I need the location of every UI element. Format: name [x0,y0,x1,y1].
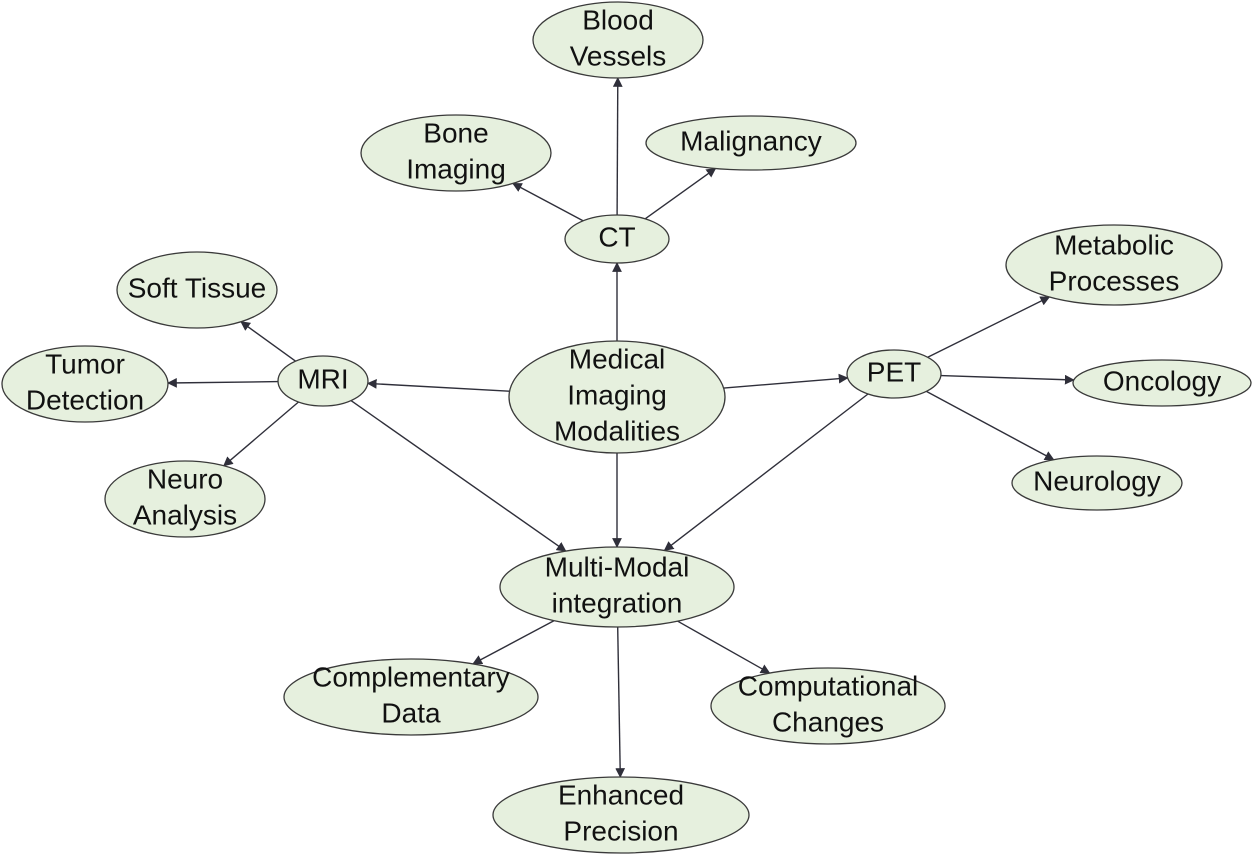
node-compu-label-line: Computational [738,670,919,701]
node-neuro-shape [104,460,266,538]
node-comp-label-line: Complementary [312,661,510,692]
node-comp-shape [283,658,539,736]
node-onco-label-line: Oncology [1103,365,1221,396]
edge-multi-to-enh [615,626,626,778]
node-center-shape [508,340,726,454]
node-bone-label-line: Bone [423,117,488,148]
node-blood-label-line: Blood [582,4,654,35]
node-center-label-line: Medical [569,343,665,374]
node-multi: Multi-Modal integration [499,546,735,628]
node-compu-shape [710,667,946,745]
node-pet-shape [846,349,942,399]
node-metab-label-line: Metabolic [1054,229,1174,260]
node-ct-shape [564,214,670,264]
node-comp-label-line: Data [381,697,441,728]
edge-center-to-mri [366,378,510,392]
edge-mri-to-tumor [167,377,279,388]
node-tumor-label-line: Tumor [45,348,125,379]
node-metab-label-line: Processes [1049,265,1180,296]
node-enh-shape [492,776,750,854]
node-tumor-label-line: Detection [26,384,144,415]
edge-pet-to-onco [940,374,1075,385]
node-neuro-label-line: Neuro [147,463,223,494]
node-pet-label-line: PET [867,356,921,387]
node-tumor-shape [1,345,169,423]
node-neurol-label-line: Neurology [1033,465,1161,496]
node-onco-shape [1072,359,1252,407]
node-blood-label-line: Vessels [570,40,667,71]
node-soft-shape [116,251,278,329]
node-center-label-line: Imaging [567,379,667,410]
node-multi-label-line: Multi-Modal [545,551,690,582]
node-mri-shape [277,355,369,407]
edge-ct-to-malig [644,167,717,220]
node-enh-label-line: Precision [563,815,678,846]
node-center-label-line: Modalities [554,415,680,446]
node-multi-label-line: integration [552,587,683,618]
node-pet: PET [846,349,942,399]
edge-mri-to-soft [240,321,297,362]
edge-mri-to-neuro [223,401,299,467]
node-multi-shape [499,546,735,628]
node-compu-label-line: Changes [772,706,884,737]
node-metab-shape [1005,224,1223,306]
node-mri-label-line: MRI [297,363,348,394]
node-neurol-shape [1011,455,1183,511]
node-ct: CT [564,214,670,264]
node-bone-shape [360,114,552,192]
edge-center-to-pet [723,373,849,389]
edge-ct-to-bone [512,182,584,222]
edge-mri-to-multi [350,400,567,552]
node-soft-label-line: Soft Tissue [128,272,267,303]
node-onco: Oncology [1072,359,1252,407]
edge-pet-to-metab [927,296,1051,358]
node-malig-label-line: Malignancy [680,125,822,156]
node-mri: MRI [277,355,369,407]
node-blood-shape [532,1,704,79]
node-enh-label-line: Enhanced [558,779,684,810]
node-malig: Malignancy [645,115,857,171]
node-soft: Soft Tissue [116,251,278,329]
node-neurol: Neurology [1011,455,1183,511]
node-malig-shape [645,115,857,171]
edge-multi-to-compu [677,620,771,674]
edges-layer [167,77,1075,778]
node-neuro-label-line: Analysis [133,499,237,530]
edge-multi-to-comp [472,620,555,665]
node-bone-label-line: Imaging [406,153,506,184]
node-ct-label-line: CT [598,221,635,252]
edge-pet-to-multi [663,393,869,551]
edge-pet-to-neurol [926,390,1055,461]
edge-ct-to-blood [612,77,623,216]
